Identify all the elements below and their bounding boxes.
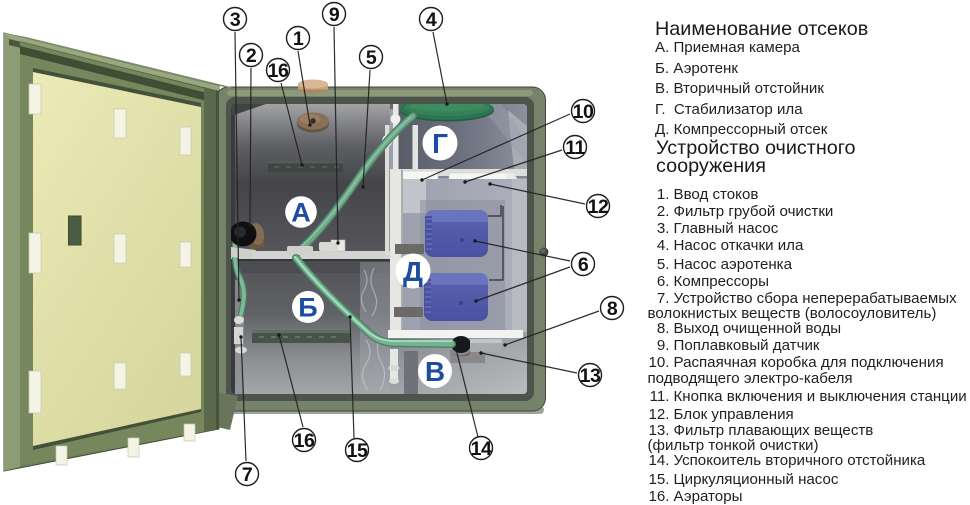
svg-text:9: 9 [329,4,340,26]
svg-text:16: 16 [268,60,289,82]
svg-text:А: А [291,198,311,228]
svg-text:Б: Б [298,293,317,323]
svg-text:В: В [425,356,445,387]
svg-text:Г: Г [432,128,448,159]
svg-text:13: 13 [580,365,601,387]
svg-text:14: 14 [471,438,492,460]
svg-text:15: 15 [347,440,368,462]
svg-text:8: 8 [607,298,618,320]
svg-text:11: 11 [565,137,585,159]
svg-text:3: 3 [230,9,241,31]
svg-text:16: 16 [294,430,315,452]
svg-text:7: 7 [242,464,252,486]
svg-text:2: 2 [246,45,257,67]
svg-text:1: 1 [293,28,304,50]
svg-text:10: 10 [573,101,594,123]
svg-text:5: 5 [366,47,377,69]
svg-text:6: 6 [578,254,589,276]
svg-text:Д: Д [403,256,423,287]
svg-text:12: 12 [588,196,609,218]
svg-text:4: 4 [426,9,437,31]
